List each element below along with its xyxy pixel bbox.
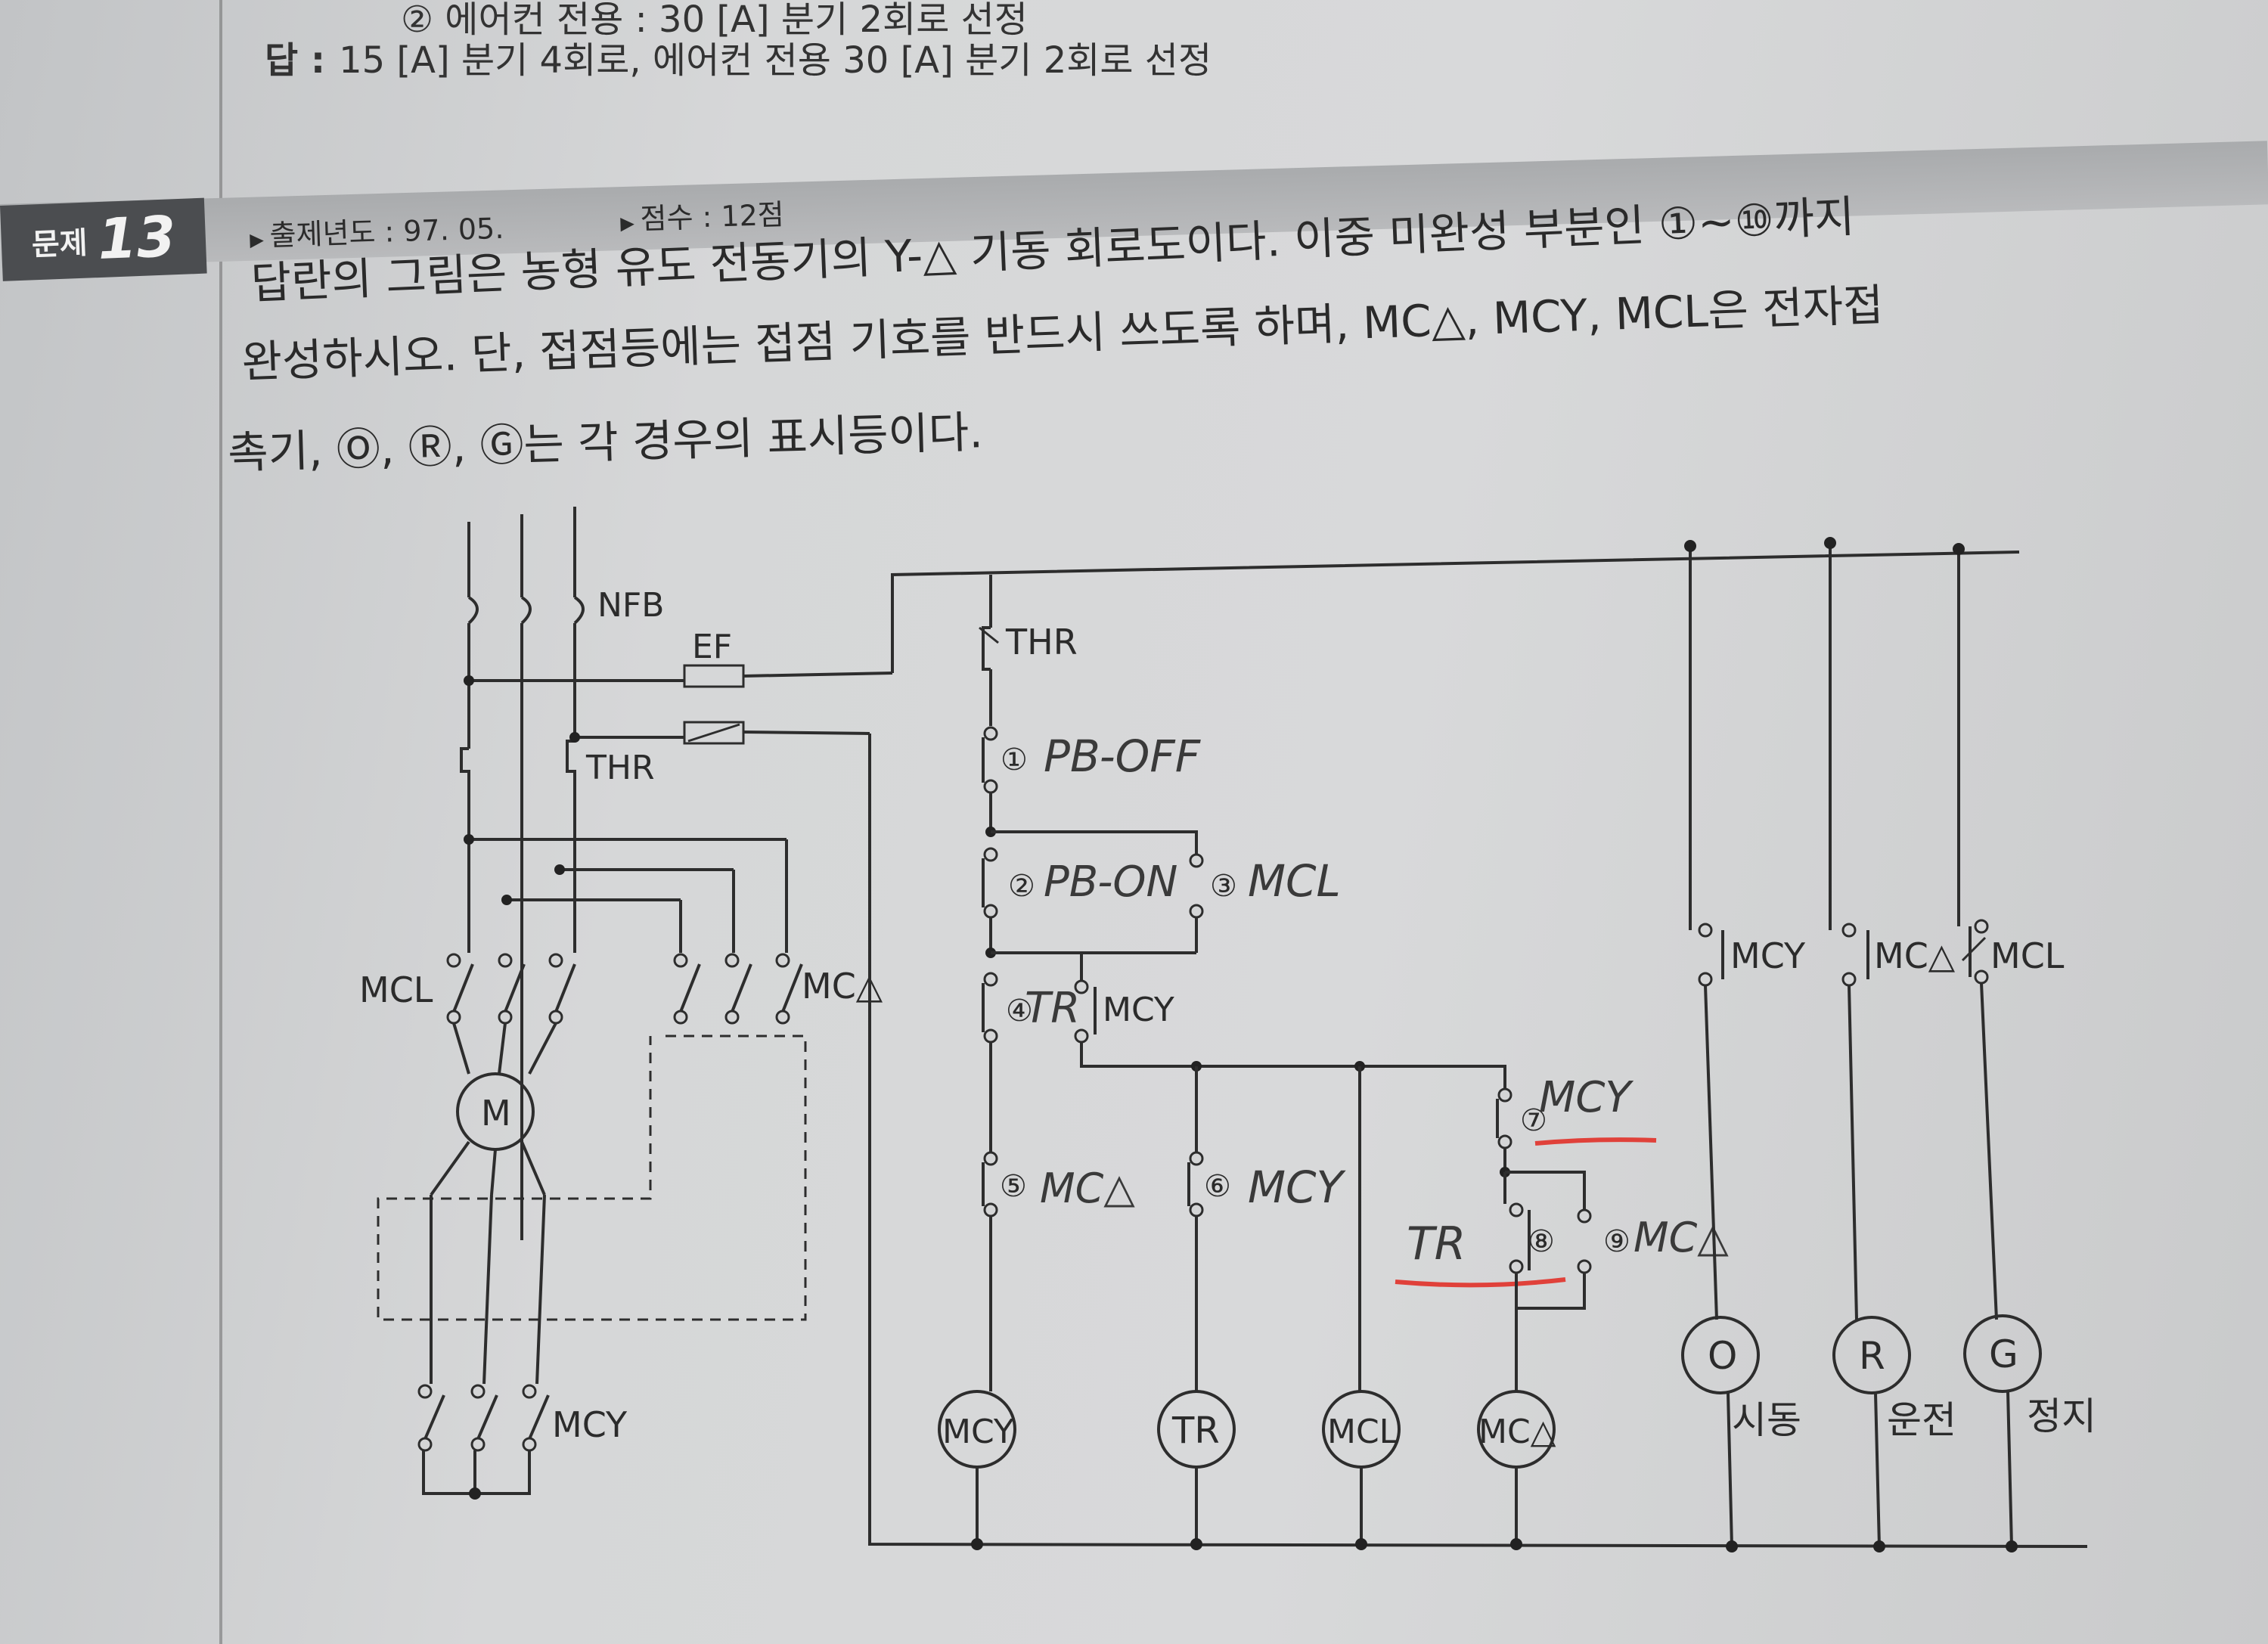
coil-mcy: MCY bbox=[938, 1390, 1016, 1469]
thr-main-label: THR bbox=[585, 749, 655, 787]
lamp-r-label: R bbox=[1859, 1334, 1885, 1378]
handwriting-mcd-5: MC△ bbox=[1040, 1165, 1135, 1212]
lamp-contact-mcd-label: MC△ bbox=[1874, 935, 1956, 976]
previous-item: ② 에어컨 전용 : 30 [A] 분기 2회로 선정 bbox=[401, 0, 1028, 41]
ef-label: EF bbox=[692, 628, 732, 666]
red-underline-mcy bbox=[1534, 1137, 1657, 1146]
handwriting-pb-off: PB-OFF bbox=[1044, 730, 1202, 782]
handwriting-mcl: MCL bbox=[1248, 855, 1341, 907]
lamp-o-label: O bbox=[1708, 1334, 1737, 1378]
handwriting-pb-on: PB-ON bbox=[1044, 858, 1177, 907]
coil-mcl: MCL bbox=[1322, 1390, 1401, 1469]
mcl-main-contacts bbox=[446, 953, 576, 1025]
contact-8-number: ⑧ bbox=[1528, 1224, 1555, 1259]
contact-2-number: ② bbox=[1008, 869, 1035, 904]
lamp-o-caption: 시동 bbox=[1732, 1398, 1801, 1442]
lamp-contact-mcy-label: MCY bbox=[1730, 935, 1806, 976]
handwriting-tr-4: TR bbox=[1025, 984, 1080, 1033]
lamp-o: O bbox=[1681, 1316, 1760, 1394]
lamp-contact-mcl-label: MCL bbox=[1990, 935, 2065, 976]
mcy-main-label: MCY bbox=[552, 1404, 628, 1445]
margin-line bbox=[219, 0, 222, 1644]
ef-relay bbox=[683, 664, 745, 688]
contact-3-number: ③ bbox=[1210, 869, 1237, 904]
coil-tr: TR bbox=[1157, 1390, 1236, 1469]
coil-tr-label: TR bbox=[1171, 1410, 1220, 1452]
handwriting-mcy-6: MCY bbox=[1248, 1162, 1347, 1213]
red-underline-tr bbox=[1395, 1277, 1566, 1288]
coil-mcy-label: MCY bbox=[942, 1413, 1014, 1451]
coil-mcd: MC△ bbox=[1477, 1390, 1556, 1469]
contact-6-number: ⑥ bbox=[1204, 1169, 1231, 1204]
nfb-breaker bbox=[467, 596, 585, 625]
lamp-r: R bbox=[1832, 1316, 1911, 1394]
motor-label: M bbox=[481, 1093, 511, 1134]
mcd-main-contacts bbox=[673, 953, 803, 1025]
previous-answer: 답 : 15 [A] 분기 4회로, 에어컨 전용 30 [A] 분기 2회로 선… bbox=[265, 30, 1212, 83]
handwriting-mcy-7: MCY bbox=[1539, 1073, 1634, 1122]
thr-control-label: THR bbox=[1005, 622, 1078, 662]
contact-1-number: ① bbox=[1001, 743, 1028, 777]
contact-4-number: ④ bbox=[1006, 994, 1033, 1028]
answer-text: 15 [A] 분기 4회로, 에어컨 전용 30 [A] 분기 2회로 선정 bbox=[339, 39, 1212, 82]
contact-9-number: ⑨ bbox=[1603, 1224, 1630, 1259]
lamp-g-caption: 정지 bbox=[2027, 1394, 2096, 1438]
nfb-label: NFB bbox=[597, 586, 664, 625]
contact-7-number: ⑦ bbox=[1520, 1103, 1547, 1138]
coil-mcd-label: MC△ bbox=[1478, 1413, 1556, 1451]
mcl-main-label: MCL bbox=[359, 969, 433, 1010]
handwriting-tr-8: TR bbox=[1407, 1217, 1466, 1270]
lamp-r-caption: 운전 bbox=[1887, 1398, 1956, 1442]
coil-mcl-label: MCL bbox=[1327, 1413, 1398, 1451]
control-circuit: THR ① PB-OFF ② PB-ON ③ MCL ④ TR bbox=[868, 537, 2096, 1552]
answer-label: 답 : bbox=[265, 39, 326, 82]
contact-mcy-label: MCY bbox=[1103, 991, 1174, 1029]
contact-5-number: ⑤ bbox=[1000, 1169, 1027, 1204]
mcy-main-contacts bbox=[417, 1384, 550, 1452]
main-circuit: NFB EF THR bbox=[359, 507, 893, 1500]
lamp-g: G bbox=[1963, 1314, 2042, 1393]
lamp-g-label: G bbox=[1989, 1332, 2018, 1376]
